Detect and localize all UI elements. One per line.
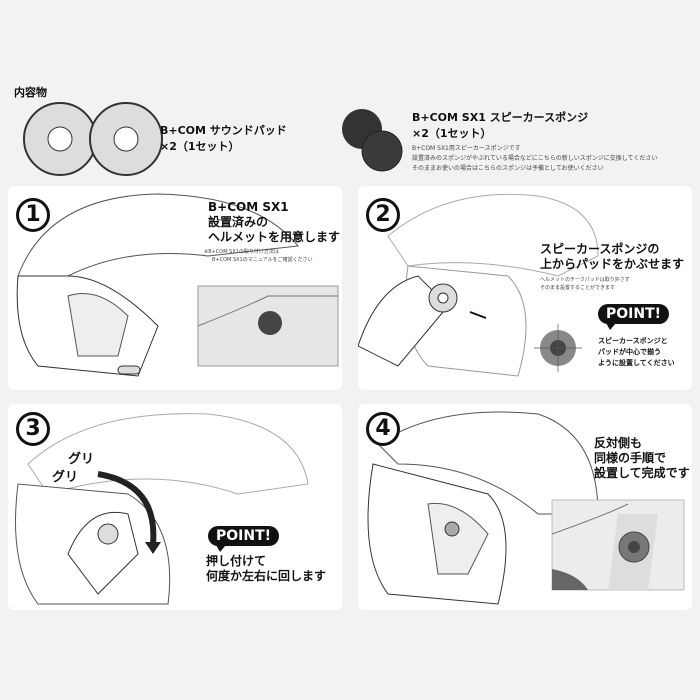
step-2-point-3: ように設置してください — [598, 359, 675, 367]
step-2-note-1: ヘルメットのチークパッドは取り外さず — [540, 277, 630, 283]
step-1-panel: 1 B+COM SX1 設置済みの ヘルメットを用意します ※B+COM SX1… — [8, 186, 342, 390]
step-2-note-2: そのまま設置することができます — [540, 285, 616, 291]
sponge-name: B+COM SX1 スピーカースポンジ — [412, 111, 589, 124]
step-4-heading-1: 反対側も — [594, 436, 643, 450]
step-2-heading-1: スピーカースポンジの — [540, 242, 660, 256]
helmet-illustration — [16, 193, 339, 377]
sound-pad-name: B+COM サウンドパッド — [160, 124, 287, 137]
step-4-panel: 4 反対側も 同様の手順で 設置して完成です — [358, 404, 692, 610]
step-number: 3 — [16, 412, 50, 446]
step-1-note-1: ※B+COM SX1の取り付け方法は — [204, 249, 279, 255]
speaker-sponge-image — [342, 109, 403, 172]
step-3-point-2: 何度か左右に回します — [206, 569, 327, 583]
sponge-note-2: 設置済みのスポンジがやぶれている場合などにこちらの新しいスポンジに交換してくださ… — [412, 155, 658, 162]
gri-sound-text-1: グリ — [68, 452, 95, 467]
step-1-heading-2: 設置済みの — [208, 215, 269, 229]
sponge-note-1: B+COM SX1用スピーカースポンジです — [412, 145, 521, 152]
helmet-illustration — [15, 413, 309, 605]
step-1-heading-1: B+COM SX1 — [208, 200, 289, 214]
step-1-heading-3: ヘルメットを用意します — [208, 230, 341, 244]
step-2-point-1: スピーカースポンジと — [598, 337, 668, 345]
step-4-heading-2: 同様の手順で — [594, 451, 667, 465]
gri-sound-text-2: グリ — [52, 470, 79, 485]
sound-pad-qty: ×2（1セット） — [160, 140, 240, 153]
step-2-point-2: パッドが中心で揃う — [598, 348, 661, 356]
step-3-point-1: 押し付けて — [206, 554, 267, 568]
point-badge: POINT! — [208, 526, 280, 552]
helmet-illustration — [358, 193, 599, 377]
step-3-panel: 3 グリ グリ POINT! 押し付けて 何度か左右に回します — [8, 404, 342, 610]
contents-title: 内容物 — [14, 86, 47, 99]
sound-pad-image — [23, 102, 163, 176]
step-number: 1 — [16, 198, 50, 232]
step-number: 2 — [366, 198, 400, 232]
step-1-note-2: B+COM SX1のマニュアルをご確認ください — [212, 257, 313, 263]
step-number: 4 — [366, 412, 400, 446]
point-badge: POINT! — [598, 304, 670, 330]
sponge-qty: ×2（1セット） — [412, 127, 492, 140]
helmet-illustration — [367, 411, 685, 605]
step-2-heading-2: 上からパッドをかぶせます — [540, 257, 685, 271]
sponge-note-3: そのままお使いの場合はこちらのスポンジは予備としてお使いください — [412, 165, 604, 172]
step-2-panel: 2 スピーカースポンジの 上からパッドをかぶせます ヘルメットのチークパッドは取… — [358, 186, 692, 390]
step-4-heading-3: 設置して完成です — [594, 466, 690, 480]
